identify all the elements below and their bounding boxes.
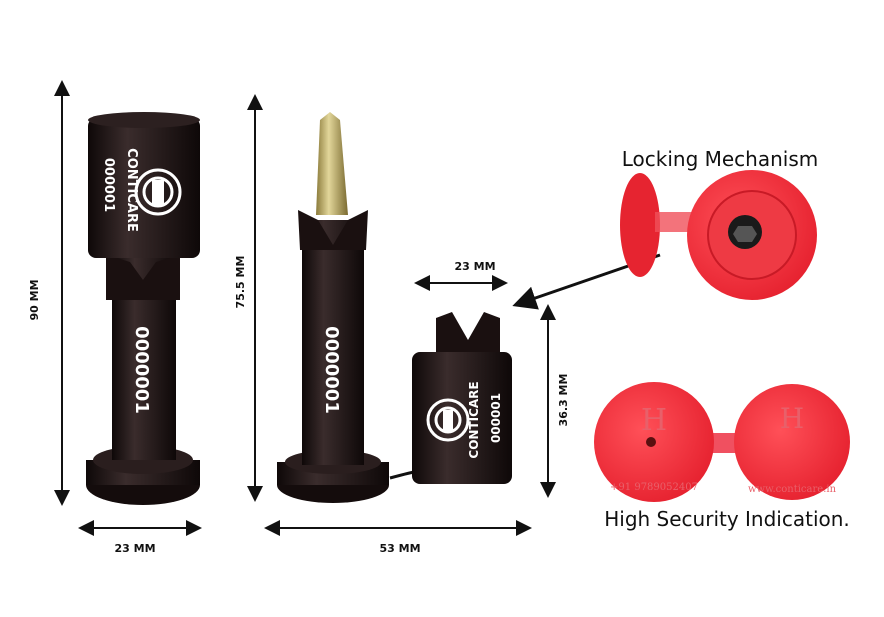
cap-letter-right: H <box>780 402 804 435</box>
bolt-serial-text: 0000001 <box>321 326 342 414</box>
bolt: 0000001 <box>277 112 441 503</box>
serial-text: 000001 <box>101 158 116 212</box>
label-total-width: 53 MM <box>379 542 420 555</box>
cap-serial-text: 000001 <box>489 393 503 443</box>
locking-mechanism-photo <box>620 170 817 300</box>
label-cap-width: 23 MM <box>454 260 495 273</box>
cap-letter-left: H <box>641 403 667 438</box>
label-seal-width: 23 MM <box>114 542 155 555</box>
phone-text: +91 9789052407 <box>610 482 698 493</box>
conticare-logo <box>134 168 182 216</box>
cap-brand-text: CONTICARE <box>467 381 481 458</box>
label-cap-height: 36.3 MM <box>557 374 570 427</box>
assembled-seal: CONTICARE 000001 0000001 <box>86 112 200 505</box>
cap: CONTICARE 000001 <box>412 312 512 484</box>
label-seal-height: 90 MM <box>28 279 41 320</box>
brand-text: CONTICARE <box>124 148 139 232</box>
caption-high-security: High Security Indication. <box>604 507 850 531</box>
website-text: www.conticare.in <box>748 484 837 495</box>
caption-locking-mechanism: Locking Mechanism <box>622 147 819 171</box>
label-bolt-height: 75.5 MM <box>234 256 247 309</box>
serial-long-text: 0000001 <box>131 326 152 414</box>
security-caps-photo: H H +91 9789052407 www.conticare.in <box>594 382 850 502</box>
